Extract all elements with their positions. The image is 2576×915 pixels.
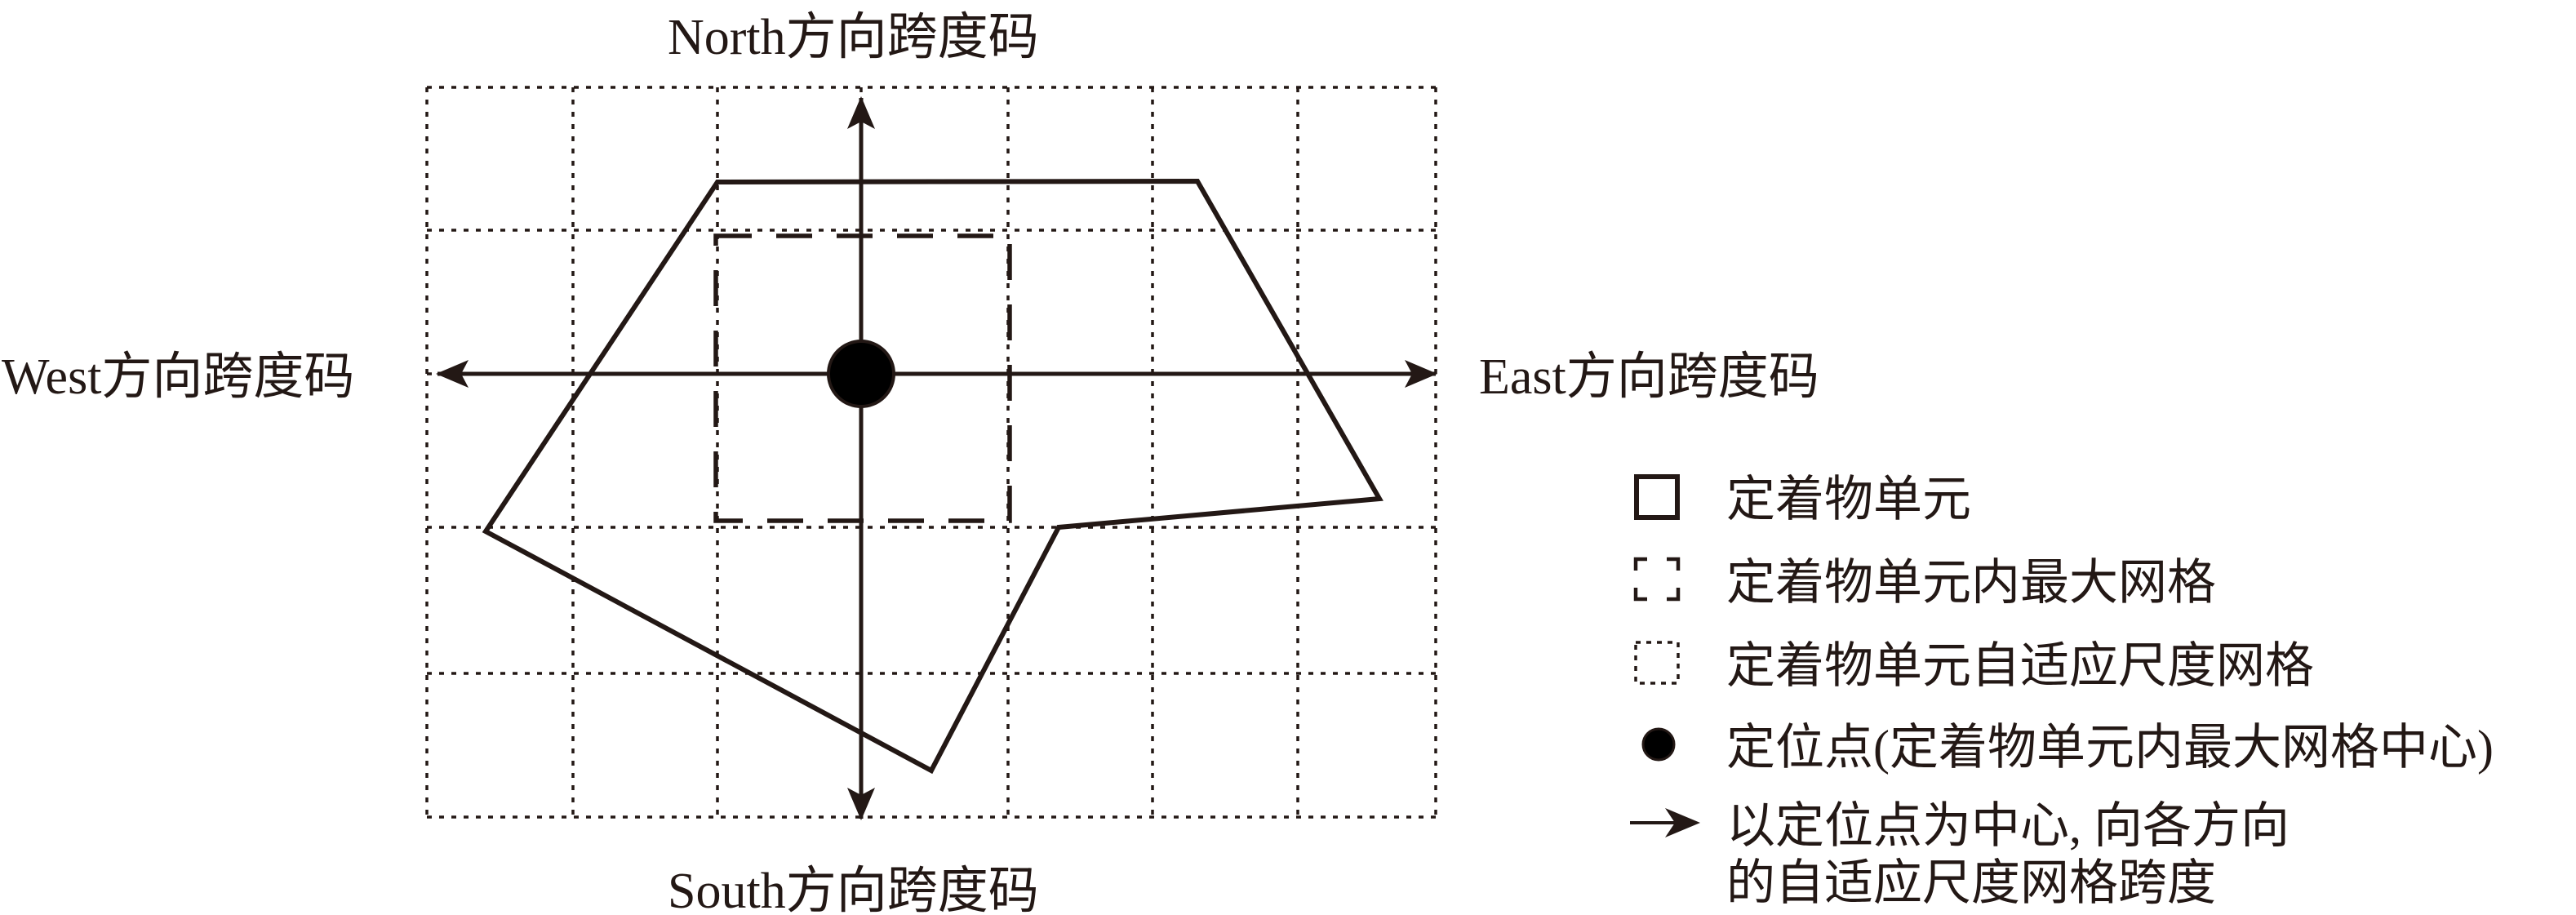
dotted-square-icon	[1634, 641, 1680, 685]
fixture-unit-polygon	[482, 178, 1383, 775]
west-label: West方向跨度码	[2, 349, 354, 405]
legend-item-fixture-unit: 定着物单元	[1634, 473, 1971, 526]
south-label: South方向跨度码	[668, 864, 1039, 915]
legend-label: 定位点(定着物单元内最大网格中心)	[1726, 721, 2494, 775]
legend-item-span-arrow: 以定位点为中心, 向各方向 的自适应尺度网格跨度	[1630, 799, 2290, 910]
legend: 定着物单元 定着物单元内最大网格 定着物单元自适应尺度网格 定位点(定着物单元内…	[1630, 473, 2494, 910]
legend-label: 定着物单元自适应尺度网格	[1726, 639, 2314, 693]
legend-item-max-grid: 定着物单元内最大网格	[1633, 556, 2216, 610]
east-label: East方向跨度码	[1479, 349, 1819, 405]
legend-label-line2: 的自适应尺度网格跨度	[1726, 856, 2216, 910]
legend-item-adaptive-grid: 定着物单元自适应尺度网格	[1634, 639, 2314, 693]
legend-label-line1: 以定位点为中心, 向各方向	[1726, 799, 2290, 853]
legend-label: 定着物单元内最大网格	[1726, 556, 2216, 610]
north-label: North方向跨度码	[668, 10, 1039, 65]
legend-item-anchor-point: 定位点(定着物单元内最大网格中心)	[1641, 721, 2494, 775]
right-arrow-icon	[1630, 808, 1700, 837]
adaptive-scale-grid	[425, 86, 1437, 819]
legend-label: 定着物单元	[1726, 473, 1971, 526]
solid-square-icon	[1634, 474, 1680, 520]
filled-circle-icon	[1641, 727, 1676, 762]
anchor-point-dot	[827, 340, 895, 408]
dashed-corner-square-icon	[1633, 557, 1681, 602]
